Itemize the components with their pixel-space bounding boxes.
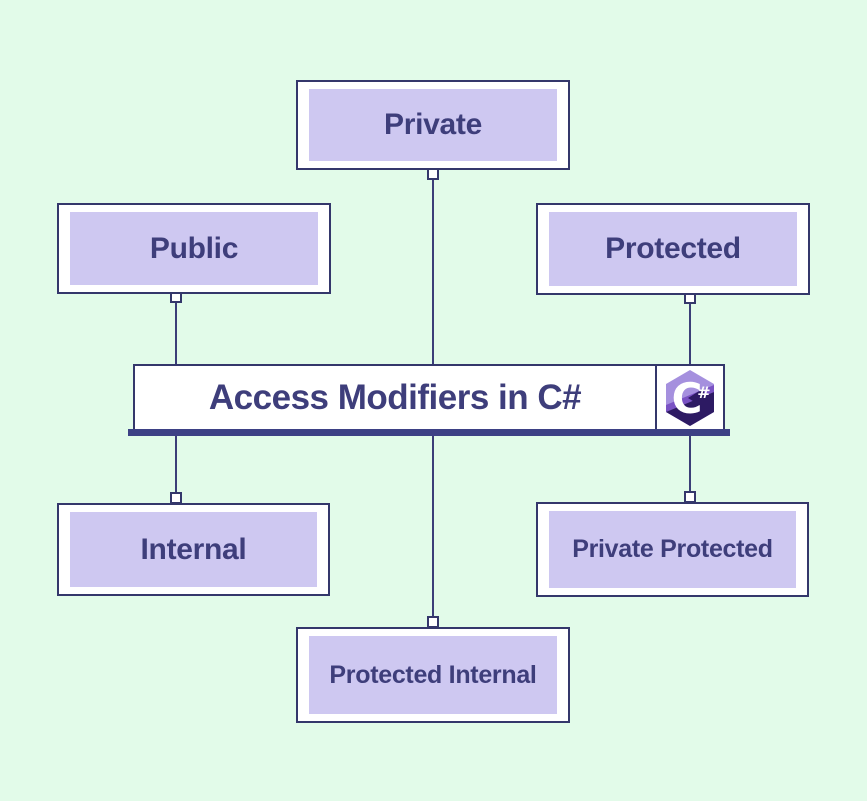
csharp-logo-area: C #	[657, 366, 723, 429]
node-private-protected-fill: Private Protected	[549, 511, 796, 588]
node-internal-label: Internal	[140, 532, 247, 566]
node-protected-label: Protected	[605, 232, 741, 265]
connector-center-to-protected-internal	[432, 436, 434, 618]
node-public-label: Public	[149, 231, 239, 265]
node-internal-fill: Internal	[70, 512, 317, 587]
central-title-box: Access Modifiers in C# C #	[128, 364, 730, 436]
diagram-title: Access Modifiers in C#	[208, 377, 582, 417]
node-protected: Protected	[536, 203, 810, 295]
title-logo-divider	[655, 366, 657, 429]
csharp-logo-icon: C #	[666, 369, 714, 426]
node-protected-internal-fill: Protected Internal	[309, 636, 557, 714]
node-private-fill: Private	[309, 89, 557, 161]
connector-center-to-internal	[175, 436, 177, 494]
node-public: Public	[57, 203, 331, 294]
node-protected-internal-label: Protected Internal	[329, 660, 537, 689]
title-box-shadow-bar	[128, 429, 730, 436]
node-private-protected: Private Protected	[536, 502, 809, 597]
connector-private-to-center	[432, 178, 434, 365]
connector-public-to-center	[175, 302, 177, 365]
node-private-label: Private	[384, 108, 482, 141]
node-public-fill: Public	[70, 212, 318, 285]
node-private-protected-label: Private Protected	[572, 535, 773, 563]
node-private: Private	[296, 80, 570, 170]
connector-center-to-private-protected	[689, 436, 691, 493]
node-protected-fill: Protected	[549, 212, 797, 286]
csharp-logo-hash: #	[697, 383, 710, 402]
node-protected-internal: Protected Internal	[296, 627, 570, 723]
connector-protected-to-center	[689, 303, 691, 365]
node-internal: Internal	[57, 503, 330, 596]
central-title-area: Access Modifiers in C#	[135, 366, 655, 429]
